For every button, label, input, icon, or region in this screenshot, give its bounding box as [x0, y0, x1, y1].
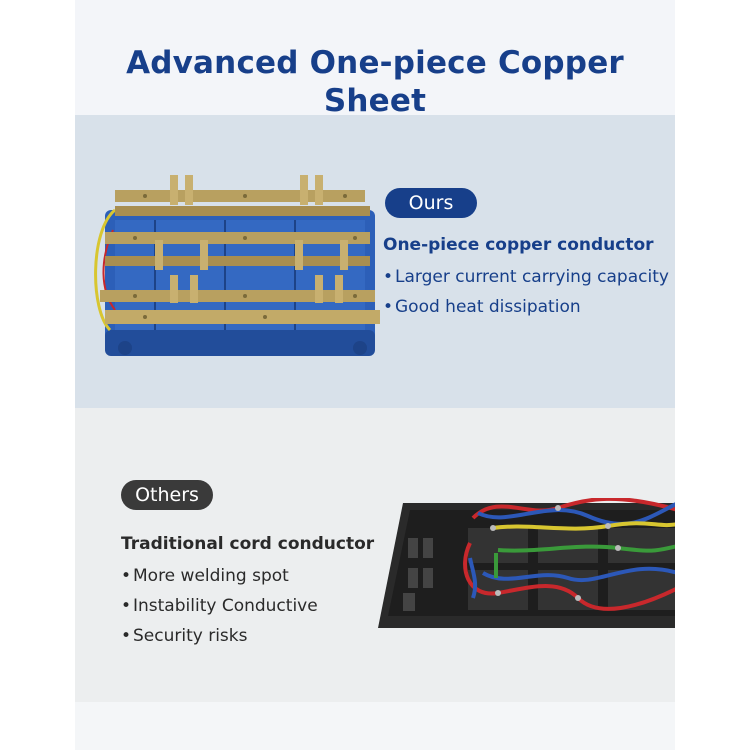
header-panel: Advanced One-piece Copper Sheet: [75, 0, 675, 115]
list-item: •Good heat dissipation: [383, 297, 581, 317]
others-section: Others Traditional cord conductor •More …: [75, 408, 675, 702]
page-title: Advanced One-piece Copper Sheet: [126, 45, 624, 115]
cord-wiring-illustration: [378, 498, 675, 628]
others-badge: Others: [121, 480, 213, 510]
others-subtitle: Traditional cord conductor: [121, 534, 375, 554]
list-item: •More welding spot: [121, 566, 289, 586]
ours-bullet-list: •Larger current carrying capacity •Good …: [383, 262, 669, 322]
ours-section: Ours One-piece copper conductor •Larger …: [75, 115, 675, 408]
ours-badge: Ours: [385, 188, 477, 218]
ours-subtitle: One-piece copper conductor: [383, 235, 654, 255]
copper-sheet-illustration: [94, 175, 380, 356]
others-bullet-list: •More welding spot •Instability Conducti…: [121, 561, 318, 651]
list-item: •Security risks: [121, 626, 248, 646]
list-item: •Instability Conductive: [121, 596, 318, 616]
list-item: •Larger current carrying capacity: [383, 267, 669, 287]
footer-panel: [75, 702, 675, 750]
